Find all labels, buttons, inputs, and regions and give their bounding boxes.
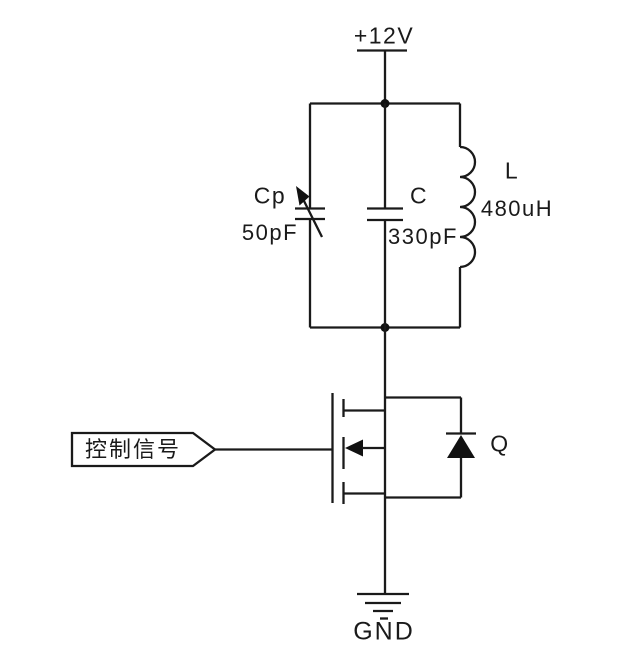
variable-arrow-head (296, 186, 310, 206)
diode-triangle (447, 435, 475, 458)
body-diode-symbol (385, 396, 476, 499)
capacitor-value: 330pF (388, 224, 458, 249)
inductor-name: L (504, 157, 520, 184)
power-label: +12V (353, 22, 415, 49)
variable-arrow-shaft (301, 198, 324, 238)
mosfet-body-arrow (345, 439, 363, 457)
power-symbol (357, 49, 407, 104)
mosfet-symbol (331, 393, 385, 504)
inductor-value: 480uH (480, 196, 554, 221)
capacitor-symbol (367, 103, 403, 328)
mosfet-name: Q (490, 430, 510, 457)
ground-symbol (357, 592, 409, 620)
inductor-symbol (458, 103, 477, 328)
control-signal-label: 控制信号 (84, 437, 182, 462)
capacitor-name: C (409, 182, 429, 209)
variable-capacitor-name: Cp (253, 182, 287, 209)
ground-label: GND (353, 617, 415, 646)
variable-capacitor-value: 50pF (241, 220, 299, 245)
control-signal-flag (70, 431, 332, 468)
variable-capacitor-symbol (295, 103, 325, 328)
